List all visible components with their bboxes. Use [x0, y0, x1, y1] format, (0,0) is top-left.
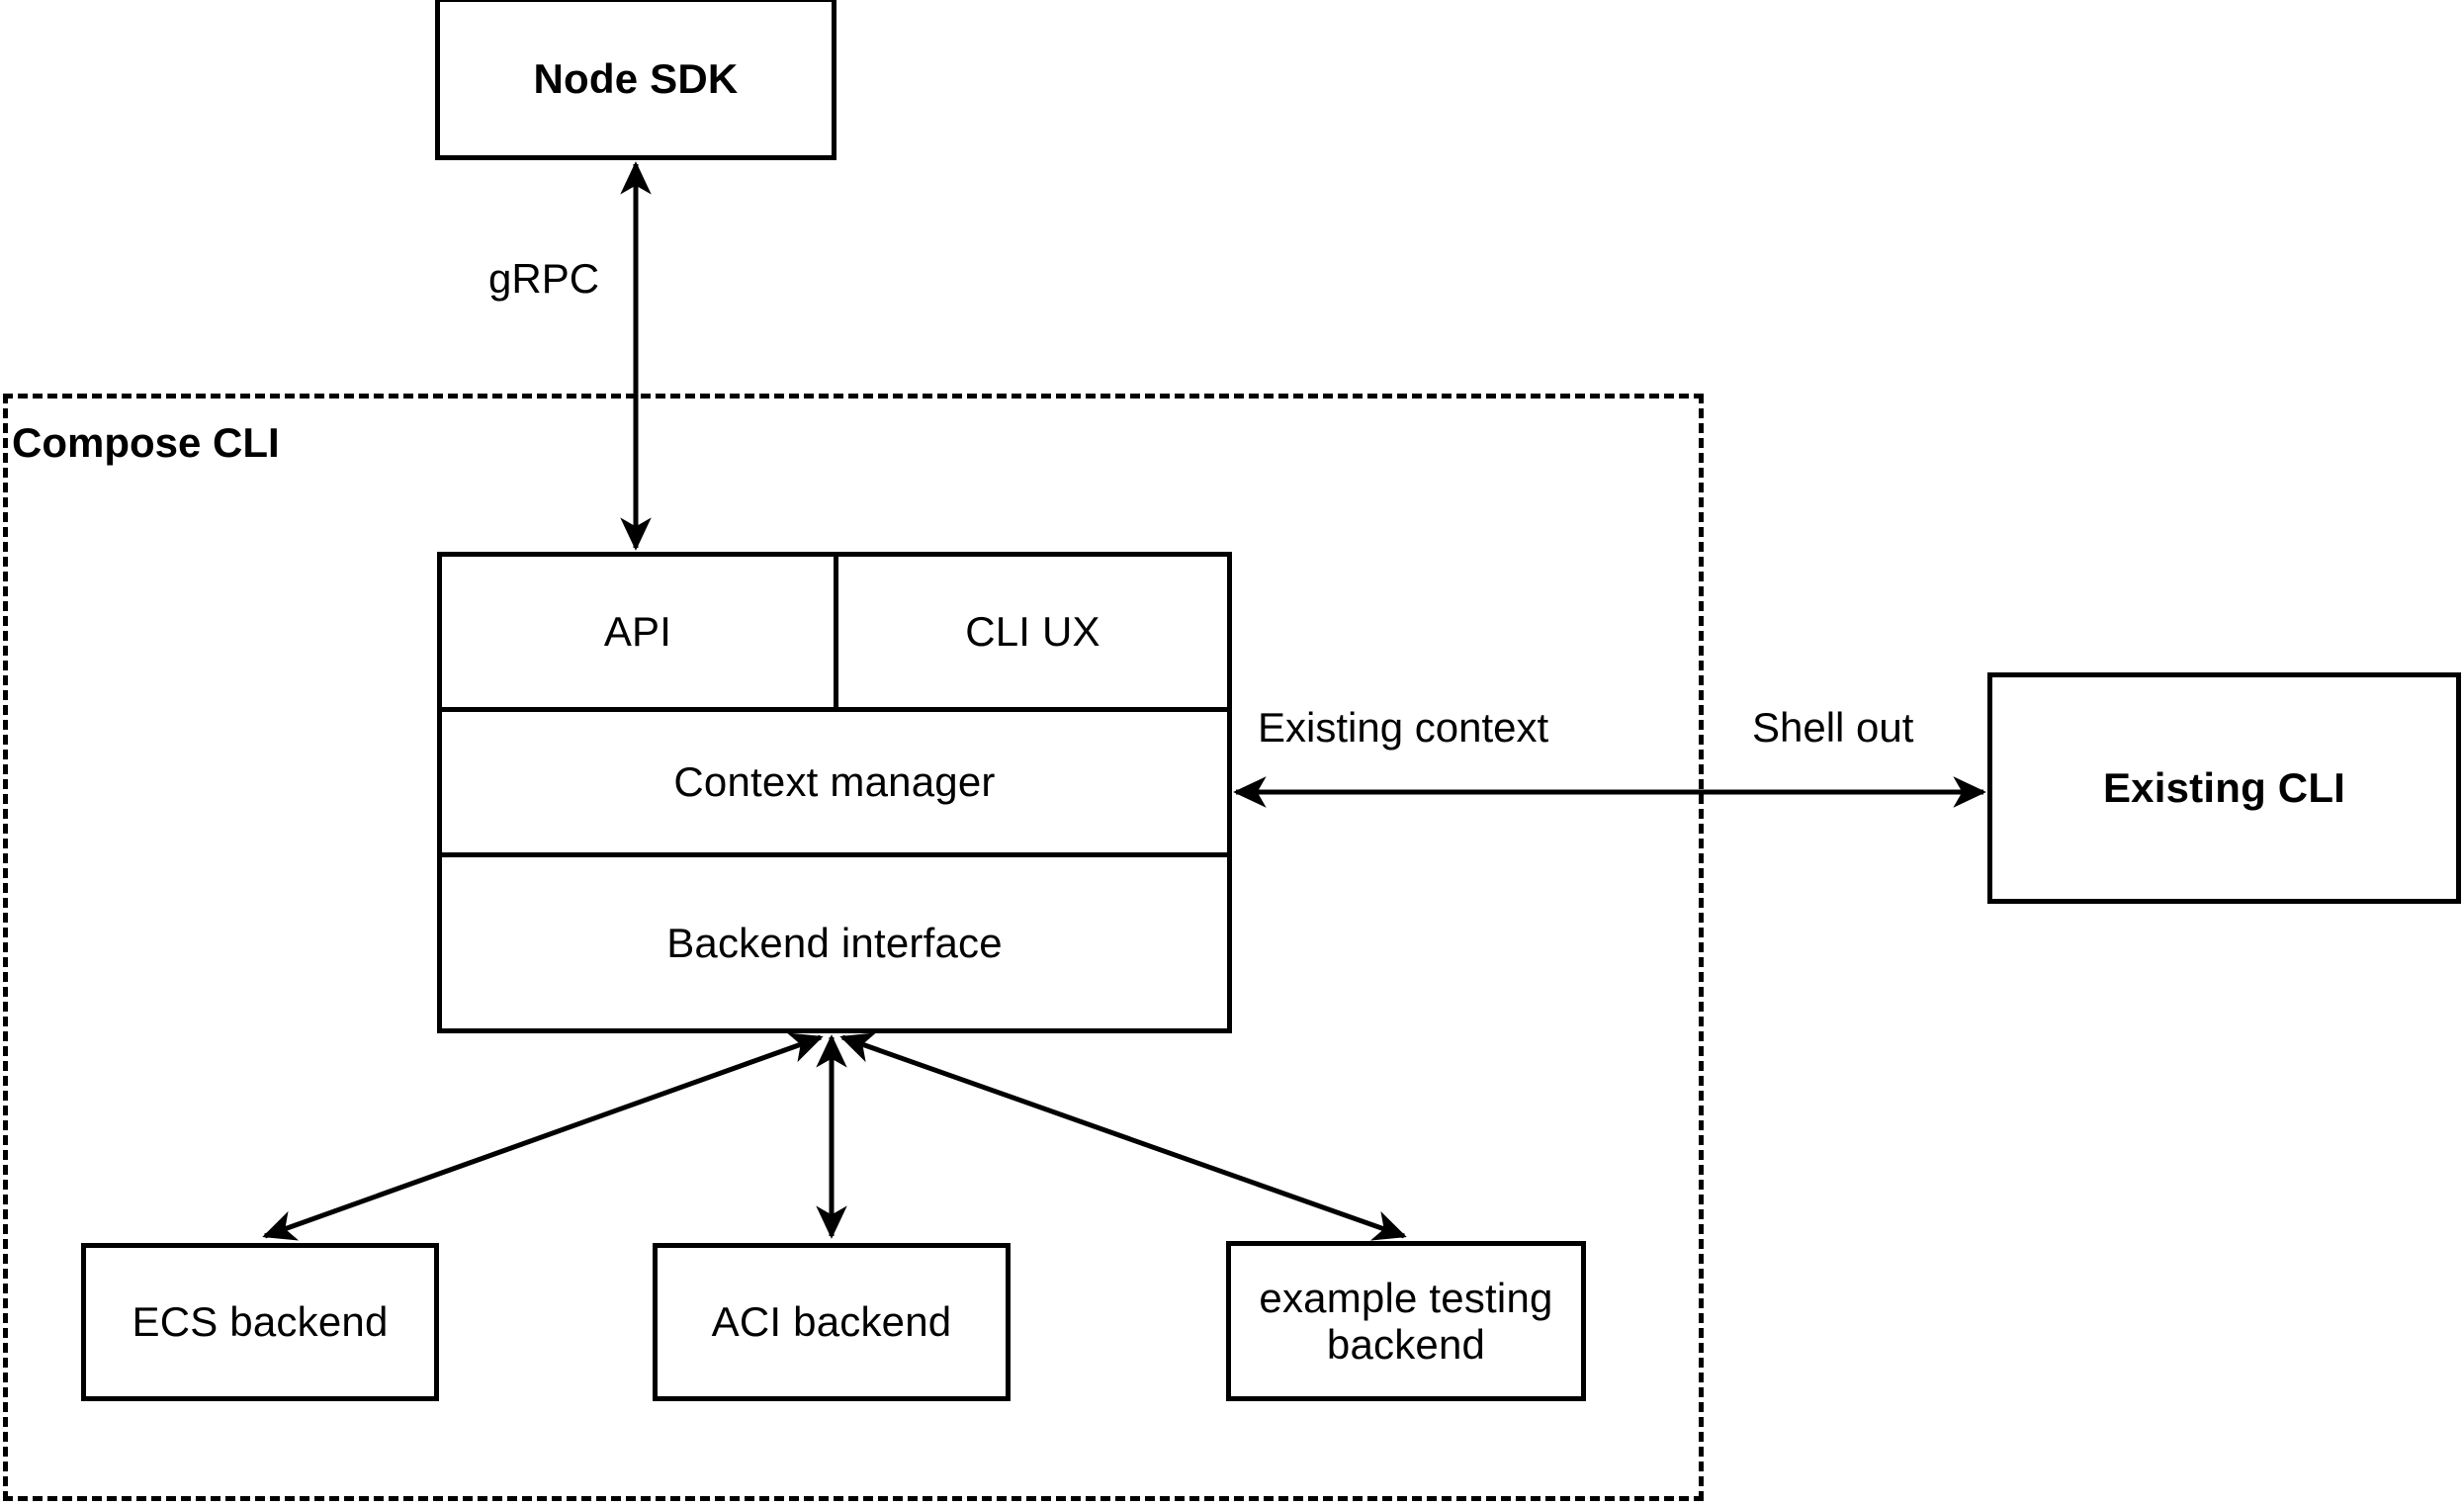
aci-backend-box[interactable]: ACI backend	[653, 1243, 1011, 1401]
stack-divider-upper	[442, 707, 1227, 712]
compose-cli-group-title: Compose CLI	[12, 419, 280, 466]
compose-cli-core-stack: API CLI UX Context manager Backend inter…	[437, 552, 1232, 1033]
existing-context-edge-label: Existing context	[1258, 704, 1549, 751]
api-cliux-divider	[834, 557, 838, 707]
example-testing-backend-box[interactable]: example testing backend	[1226, 1241, 1586, 1401]
node-sdk-label: Node SDK	[533, 54, 739, 102]
node-sdk-box[interactable]: Node SDK	[435, 0, 836, 160]
existing-cli-box[interactable]: Existing CLI	[1987, 672, 2461, 904]
aci-backend-label: ACI backend	[711, 1298, 952, 1346]
compose-cli-group-container	[3, 394, 1704, 1501]
example-testing-backend-label-line2: backend	[1326, 1321, 1486, 1368]
api-cell[interactable]: API	[442, 557, 834, 707]
backend-interface-label: Backend interface	[666, 919, 1003, 966]
existing-cli-label: Existing CLI	[2102, 764, 2346, 812]
cli-ux-label: CLI UX	[965, 608, 1100, 656]
stack-divider-lower	[442, 852, 1227, 857]
api-label: API	[603, 608, 672, 656]
context-manager-label: Context manager	[673, 758, 996, 806]
context-manager-cell[interactable]: Context manager	[442, 712, 1227, 852]
ecs-backend-box[interactable]: ECS backend	[81, 1243, 439, 1401]
grpc-edge-label: gRPC	[488, 255, 600, 302]
backend-interface-cell[interactable]: Backend interface	[442, 857, 1227, 1028]
ecs-backend-label: ECS backend	[132, 1298, 389, 1346]
example-testing-backend-label-line1: example testing	[1259, 1274, 1553, 1321]
cli-ux-cell[interactable]: CLI UX	[838, 557, 1227, 707]
shell-out-edge-label: Shell out	[1752, 704, 1914, 751]
